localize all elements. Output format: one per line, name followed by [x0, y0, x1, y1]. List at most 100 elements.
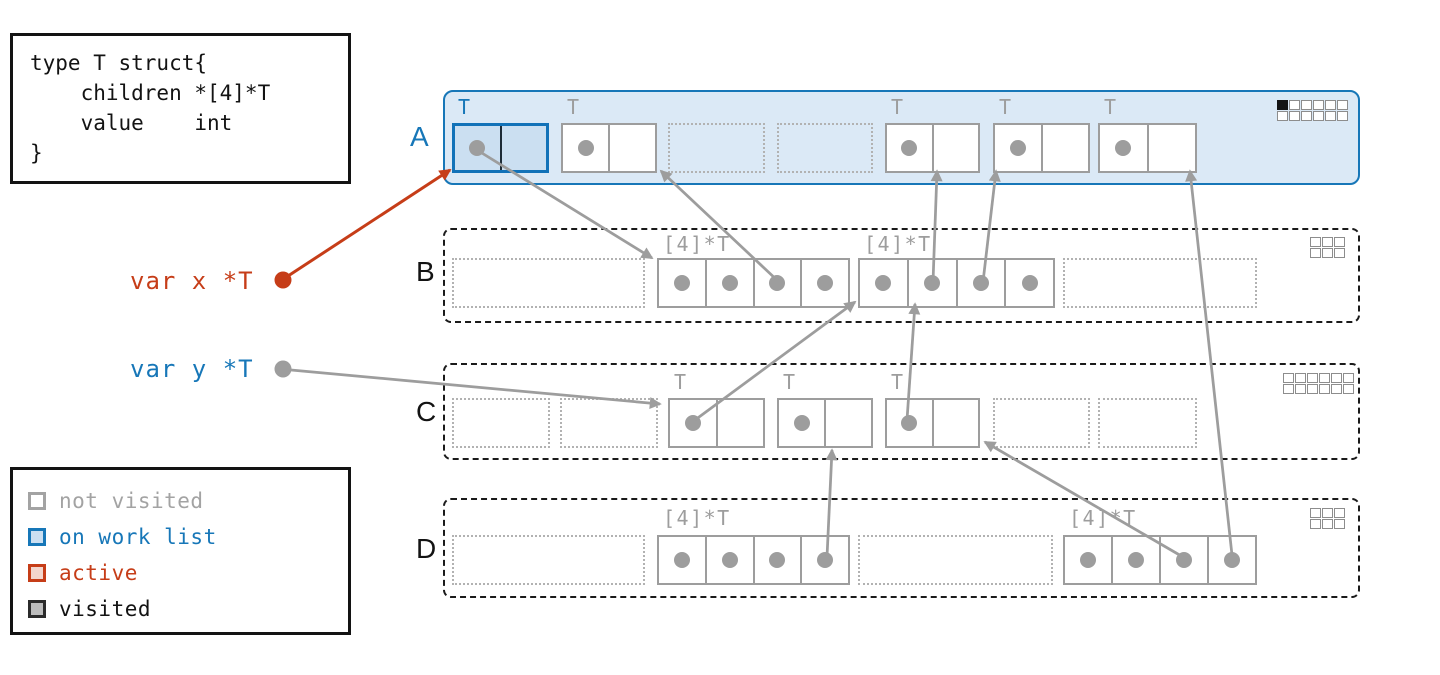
bitmap-cell — [1289, 111, 1300, 121]
heap-object-T — [885, 398, 980, 448]
pointer-dot — [684, 415, 701, 431]
pointer-cell — [802, 260, 848, 306]
heap-object-T — [452, 123, 549, 173]
pointer-cell — [779, 400, 826, 446]
pointer-dot — [924, 275, 941, 291]
legend-label: visited — [59, 597, 152, 621]
span-C — [443, 363, 1360, 460]
mark-bitmap-D — [1310, 508, 1345, 529]
heap-object-array — [657, 258, 850, 308]
var-x-pointer-dot — [274, 271, 292, 289]
pointer-dot — [793, 415, 810, 431]
free-slot — [993, 398, 1090, 448]
mark-bitmap-B — [1310, 237, 1345, 258]
span-label-A: A — [410, 121, 429, 152]
bitmap-cell — [1307, 373, 1318, 383]
code-line: value int — [30, 111, 233, 135]
pointer-dot — [817, 552, 834, 568]
heap-object-array — [1063, 535, 1257, 585]
pointer-dot — [1080, 552, 1096, 568]
pointer-cell — [1043, 125, 1089, 171]
heap-object-T — [1098, 123, 1197, 173]
span-label-B: B — [416, 256, 435, 287]
span-D — [443, 498, 1360, 598]
span-label-C: C — [416, 396, 437, 427]
pointer-dot — [1224, 552, 1240, 568]
free-slot — [1098, 398, 1197, 448]
pointer-dot — [875, 275, 892, 291]
free-slot — [777, 123, 873, 173]
free-slot — [1063, 258, 1257, 308]
pointer-cell — [1100, 125, 1149, 171]
free-slot — [560, 398, 658, 448]
pointer-cell — [909, 260, 958, 306]
pointer-cell — [1065, 537, 1113, 583]
pointer-cell — [1149, 125, 1196, 171]
pointer-dot — [901, 140, 918, 156]
pointer-cell — [934, 125, 979, 171]
pointer-dot — [769, 552, 786, 568]
pointer-cell — [718, 400, 764, 446]
struct-definition-box: type T struct{ children *[4]*T value int… — [10, 33, 351, 184]
bitmap-cell — [1295, 384, 1306, 394]
bitmap-cell — [1310, 519, 1321, 529]
object-type-label: [4]*T — [663, 506, 731, 530]
pointer-cell — [707, 260, 755, 306]
heap-object-array — [858, 258, 1055, 308]
legend-item: on work list — [28, 519, 348, 555]
pointer-cell — [995, 125, 1043, 171]
legend-swatch-not-visited — [28, 492, 46, 510]
legend-swatch-visited — [28, 600, 46, 618]
bitmap-cell — [1289, 100, 1300, 110]
legend-item: visited — [28, 591, 348, 627]
bitmap-cell — [1319, 373, 1330, 383]
code-line: type T struct{ — [30, 51, 208, 75]
free-slot — [668, 123, 765, 173]
bitmap-cell — [1322, 508, 1333, 518]
bitmap-cell — [1334, 508, 1345, 518]
pointer-dot — [577, 140, 594, 156]
object-type-label: T — [891, 370, 905, 394]
free-slot — [452, 258, 645, 308]
legend-swatch-active — [28, 564, 46, 582]
bitmap-cell — [1307, 384, 1318, 394]
bitmap-cell — [1277, 111, 1288, 121]
bitmap-cell — [1319, 384, 1330, 394]
object-type-label: T — [891, 95, 905, 119]
code-line: children *[4]*T — [30, 81, 271, 105]
object-type-label: [4]*T — [864, 232, 932, 256]
pointer-cell — [755, 537, 803, 583]
heap-object-array — [657, 535, 850, 585]
pointer-cell — [755, 260, 803, 306]
pointer-dot — [1115, 140, 1132, 156]
heap-object-T — [777, 398, 873, 448]
mark-bitmap-A — [1277, 100, 1348, 121]
legend-label: active — [59, 561, 138, 585]
pointer-cell — [802, 537, 848, 583]
object-type-label: T — [783, 370, 797, 394]
pointer-cell — [659, 260, 707, 306]
pointer-cell — [958, 260, 1007, 306]
object-type-label: T — [567, 95, 581, 119]
free-slot — [452, 398, 550, 448]
pointer-dot — [469, 140, 486, 156]
bitmap-cell — [1313, 111, 1324, 121]
pointer-cell — [707, 537, 755, 583]
pointer-cell — [455, 126, 502, 170]
pointer-cell — [1006, 260, 1053, 306]
bitmap-cell — [1334, 519, 1345, 529]
bitmap-cell — [1322, 237, 1333, 247]
pointer-dot — [1009, 140, 1026, 156]
pointer-dot — [1021, 275, 1038, 291]
object-type-label: [4]*T — [663, 232, 731, 256]
object-type-label: T — [999, 95, 1013, 119]
pointer-dot — [901, 415, 918, 431]
pointer-cell — [502, 126, 547, 170]
bitmap-cell — [1310, 508, 1321, 518]
pointer-cell — [1161, 537, 1209, 583]
pointer-cell — [860, 260, 909, 306]
pointer-cell — [1209, 537, 1255, 583]
pointer-dot — [1128, 552, 1144, 568]
object-type-label: T — [1104, 95, 1118, 119]
bitmap-cell — [1343, 373, 1354, 383]
